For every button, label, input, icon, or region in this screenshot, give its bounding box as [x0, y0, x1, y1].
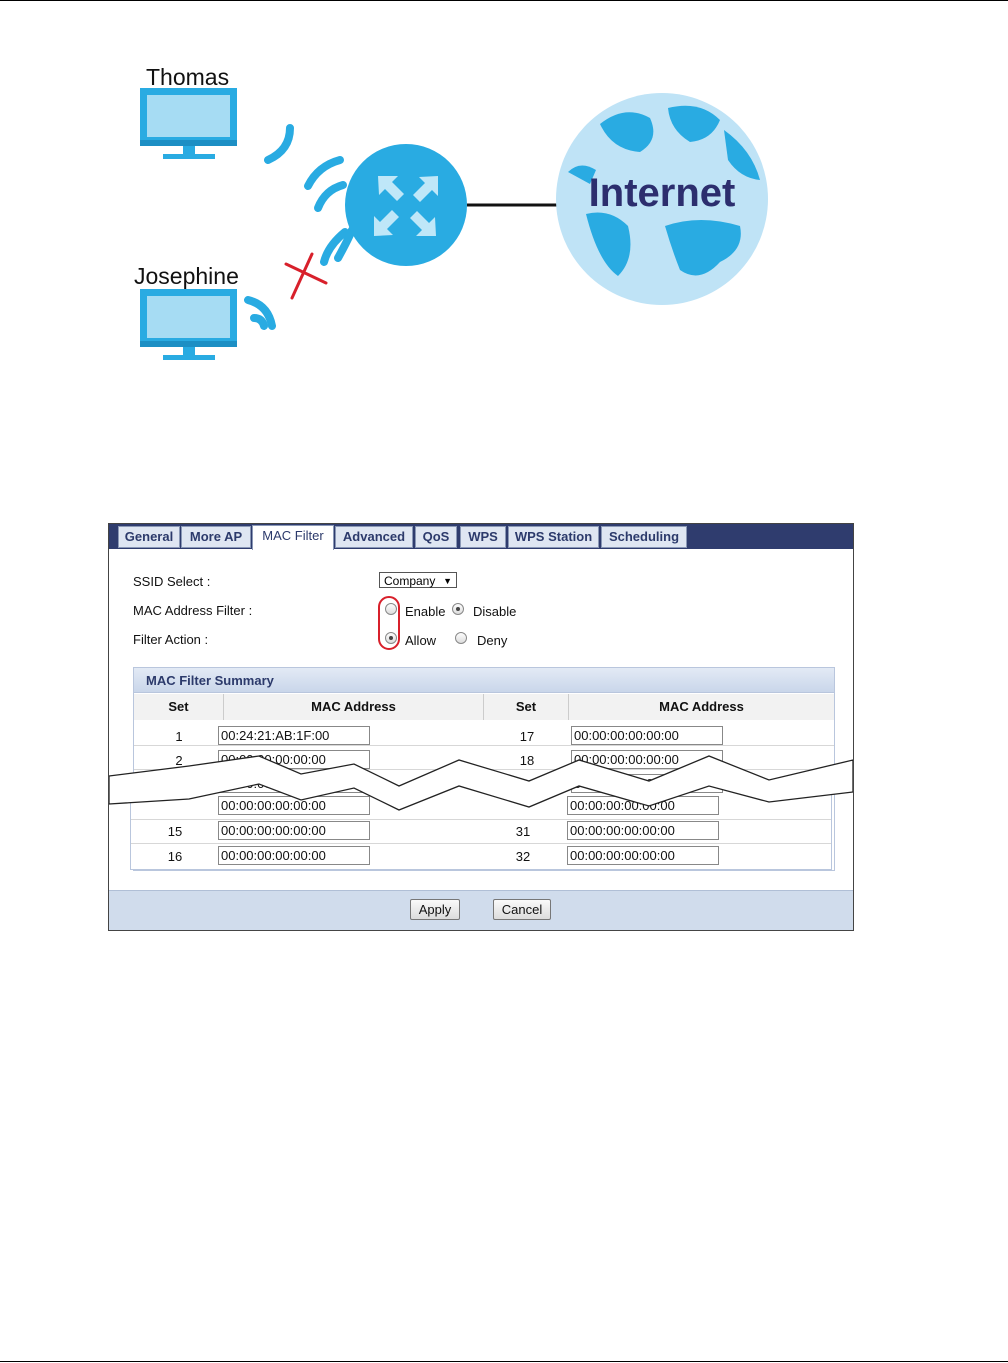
- ssid-select-value: Company: [384, 574, 436, 588]
- row-divider: [134, 769, 834, 770]
- summary-header: MAC Filter Summary: [134, 668, 834, 693]
- tab-bar: General More AP MAC Filter Advanced QoS …: [109, 524, 853, 550]
- cancel-button[interactable]: Cancel: [493, 899, 551, 920]
- col-head-mac-left: MAC Address: [224, 694, 484, 720]
- mac-input[interactable]: 00:24:21:AB:1F:00: [218, 726, 370, 745]
- mac-input[interactable]: 00:00:00:00:00:00: [218, 750, 370, 769]
- set-cell: 1: [175, 729, 183, 744]
- apply-button[interactable]: Apply: [410, 899, 460, 920]
- tab-mac-filter[interactable]: MAC Filter: [252, 525, 334, 550]
- mac-input[interactable]: 00:00:00:00:00:00: [218, 774, 370, 793]
- set-cell: 3: [175, 777, 183, 792]
- filter-action-deny-radio[interactable]: [455, 632, 467, 644]
- mac-input[interactable]: 00:00:00:00:00:00: [571, 750, 723, 769]
- tab-wps-station[interactable]: WPS Station: [508, 526, 599, 548]
- set-cell: 18: [519, 753, 535, 768]
- mac-input[interactable]: 00:00:00:00:00:00: [571, 774, 723, 793]
- mac-input[interactable]: 00:00:00:00:00:00: [218, 846, 370, 865]
- filter-action-deny-label: Deny: [477, 633, 508, 648]
- ssid-select[interactable]: Company ▼: [379, 572, 457, 588]
- mac-filter-disable-radio[interactable]: [452, 603, 464, 615]
- thomas-computer-icon: [140, 88, 237, 159]
- filter-action-allow-label: Allow: [405, 633, 437, 648]
- top-rule: [0, 0, 1008, 1]
- thomas-wifi-waves-icon: [264, 124, 347, 212]
- tab-wps[interactable]: WPS: [460, 526, 506, 548]
- router-icon: [345, 144, 467, 266]
- set-cell: 31: [515, 824, 531, 839]
- mac-input[interactable]: 00:00:00:00:00:00: [218, 821, 370, 840]
- mac-input[interactable]: 00:00:00:00:00:00: [567, 796, 719, 815]
- col-head-set-left: Set: [134, 694, 224, 720]
- mac-input[interactable]: 00:00:00:00:00:00: [567, 846, 719, 865]
- diagram-graphics: Internet: [140, 88, 768, 360]
- col-head-set-right: Set: [484, 694, 569, 720]
- set-cell: 19: [519, 777, 535, 792]
- set-cell: 15: [167, 824, 183, 839]
- tab-qos[interactable]: QoS: [415, 526, 457, 548]
- blocked-x-icon: [284, 252, 328, 300]
- row-divider: [131, 843, 831, 844]
- tab-general[interactable]: General: [118, 526, 180, 548]
- josephine-label: Josephine: [134, 263, 239, 289]
- filter-action-label: Filter Action :: [133, 632, 209, 647]
- internet-globe-icon: [556, 93, 768, 305]
- tab-scheduling[interactable]: Scheduling: [601, 526, 687, 548]
- summary-title: MAC Filter Summary: [146, 673, 274, 688]
- tab-advanced[interactable]: Advanced: [335, 526, 413, 548]
- set-cell: 17: [519, 729, 535, 744]
- mac-input[interactable]: 00:00:00:00:00:00: [571, 726, 723, 745]
- tab-more-ap[interactable]: More AP: [181, 526, 251, 548]
- row-divider: [131, 819, 831, 820]
- highlight-oval: [378, 596, 400, 650]
- mac-input[interactable]: 00:00:00:00:00:00: [218, 796, 370, 815]
- network-diagram: Thomas Josephine: [0, 0, 1008, 380]
- mac-filter-panel: General More AP MAC Filter Advanced QoS …: [108, 523, 854, 931]
- set-cell: 16: [167, 849, 183, 864]
- bottom-rule: [0, 1361, 1008, 1362]
- col-head-mac-right: MAC Address: [569, 694, 834, 720]
- thomas-label: Thomas: [146, 64, 230, 90]
- internet-label: Internet: [589, 171, 736, 215]
- josephine-computer-icon: [140, 289, 237, 360]
- ssid-select-label: SSID Select :: [133, 574, 211, 589]
- mac-filter-disable-label: Disable: [473, 604, 517, 619]
- set-cell: 32: [515, 849, 531, 864]
- set-cell: 2: [175, 753, 183, 768]
- summary-lower-part: 00:00:00:00:00:00 00:00:00:00:00:00 15 0…: [130, 794, 832, 870]
- mac-filter-enable-label: Enable: [405, 604, 446, 619]
- mac-input[interactable]: 00:00:00:00:00:00: [567, 821, 719, 840]
- panel-footer: Apply Cancel: [109, 890, 853, 930]
- row-divider: [134, 745, 834, 746]
- mac-address-filter-label: MAC Address Filter :: [133, 603, 253, 618]
- dropdown-arrow-icon: ▼: [443, 576, 452, 586]
